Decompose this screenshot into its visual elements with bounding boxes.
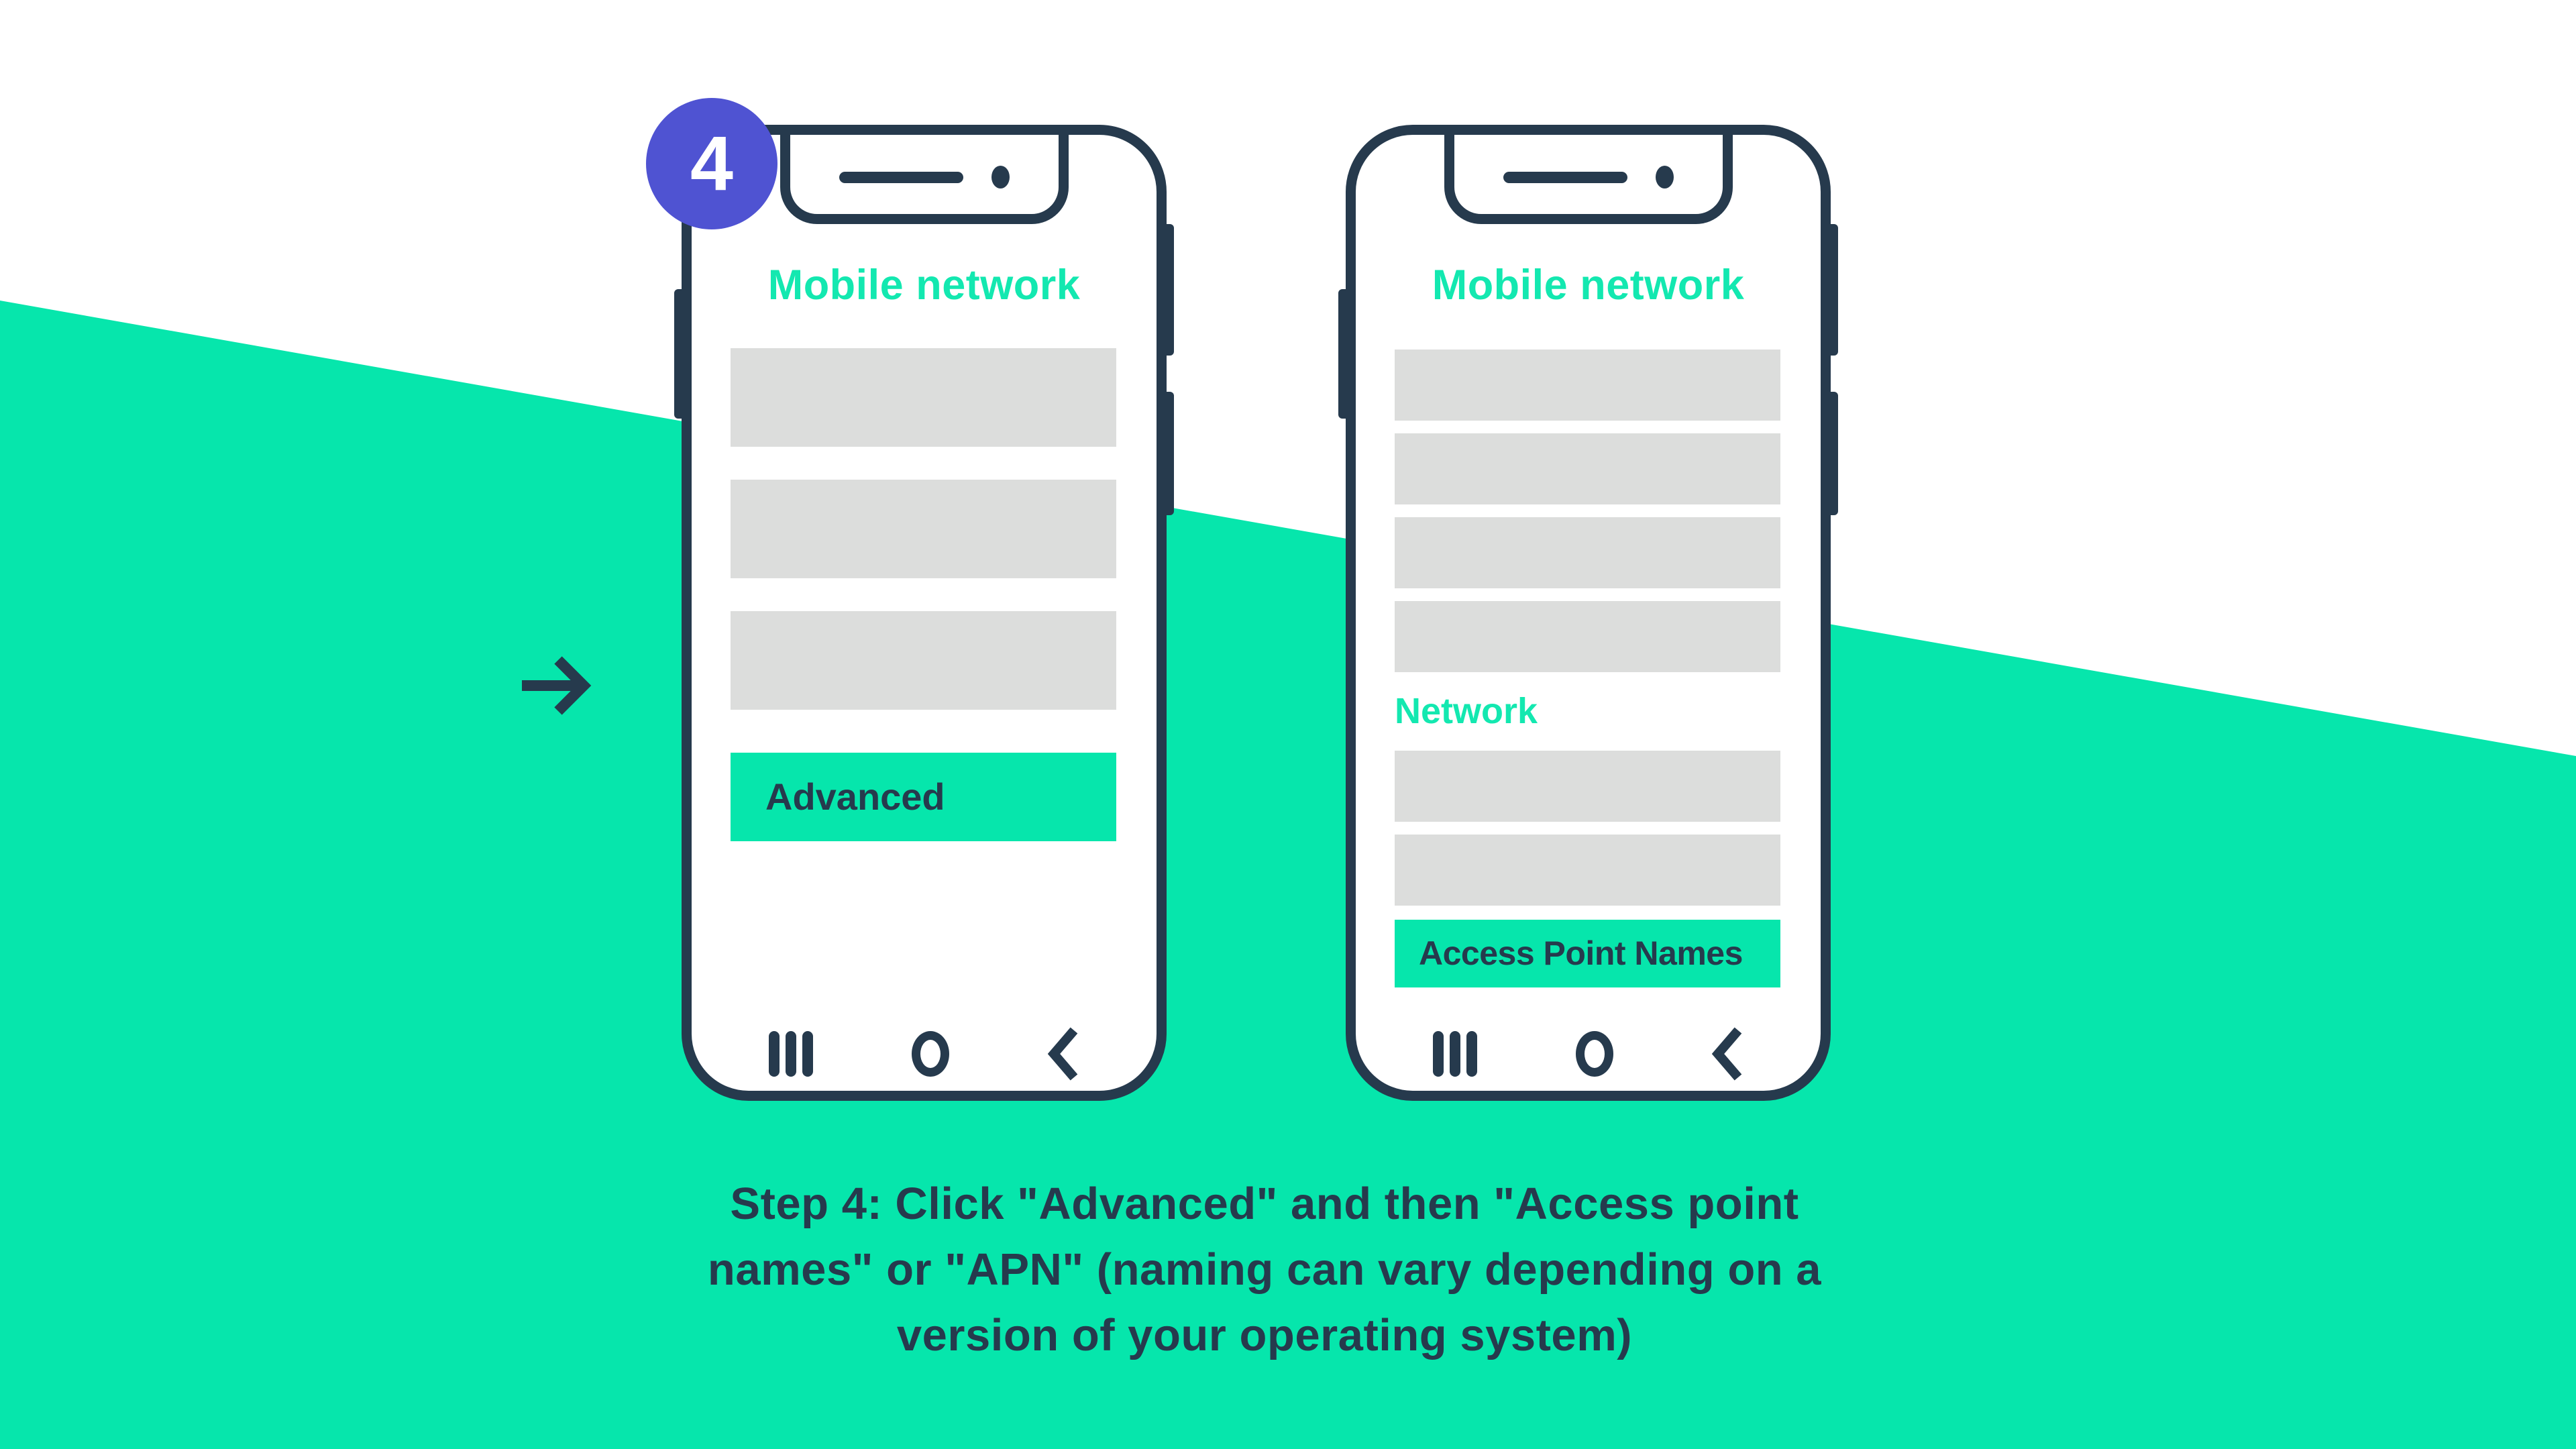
placeholder-row xyxy=(731,480,1116,578)
placeholder-row xyxy=(731,348,1116,447)
screen-title: Mobile network xyxy=(1432,262,1745,309)
phone-notch xyxy=(1444,135,1733,224)
placeholder-row xyxy=(1395,433,1780,504)
earpiece-speaker xyxy=(839,172,963,183)
android-nav-bar xyxy=(1356,1024,1821,1084)
home-icon[interactable] xyxy=(911,1031,949,1077)
recent-apps-icon[interactable] xyxy=(769,1031,813,1077)
recent-apps-icon[interactable] xyxy=(1433,1031,1477,1077)
side-button xyxy=(1821,392,1838,515)
earpiece-speaker xyxy=(1503,172,1627,183)
phone-notch xyxy=(780,135,1069,224)
caption-line-3: version of your operating system) xyxy=(896,1310,1633,1360)
front-camera-dot xyxy=(1655,166,1674,189)
phone-mockup-left: Mobile network Advanced xyxy=(674,125,1174,1101)
placeholder-row xyxy=(1395,751,1780,822)
placeholder-row xyxy=(1395,601,1780,672)
caption-line-2: names" or "APN" (naming can vary dependi… xyxy=(707,1244,1822,1295)
step-caption: Step 4: Click "Advanced" and then "Acces… xyxy=(0,1171,2576,1368)
advanced-button[interactable]: Advanced xyxy=(731,753,1116,841)
step-number-badge: 4 xyxy=(646,98,777,229)
volume-button xyxy=(674,289,692,419)
volume-button xyxy=(1338,289,1356,419)
back-icon[interactable] xyxy=(1711,1025,1743,1083)
access-point-names-button[interactable]: Access Point Names xyxy=(1395,920,1780,987)
power-button xyxy=(1157,224,1174,356)
front-camera-dot xyxy=(991,166,1010,189)
power-button xyxy=(1821,224,1838,356)
side-button xyxy=(1157,392,1174,515)
placeholder-row xyxy=(1395,835,1780,906)
placeholder-row xyxy=(1395,350,1780,421)
android-nav-bar xyxy=(692,1024,1157,1084)
placeholder-row xyxy=(731,611,1116,710)
right-arrow-icon xyxy=(517,652,592,722)
placeholder-row xyxy=(1395,517,1780,588)
caption-line-1: Step 4: Click "Advanced" and then "Acces… xyxy=(730,1179,1799,1229)
back-icon[interactable] xyxy=(1047,1025,1079,1083)
home-icon[interactable] xyxy=(1575,1031,1613,1077)
network-section-label: Network xyxy=(1395,691,1538,731)
phone-mockup-right: Mobile network Network Access Point Name… xyxy=(1338,125,1838,1101)
screen-title: Mobile network xyxy=(767,262,1081,309)
